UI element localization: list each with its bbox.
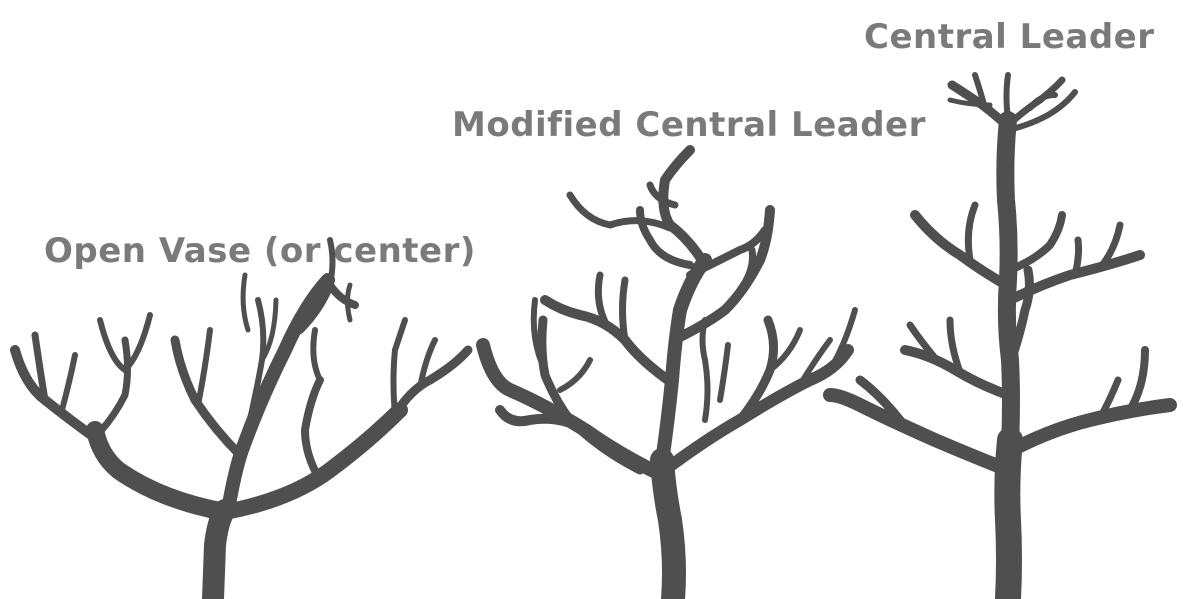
modified-central-leader-label: Modified Central Leader <box>452 105 926 145</box>
central-leader-label: Central Leader <box>864 17 1155 57</box>
open-vase-tree <box>10 237 473 599</box>
central-leader-tree <box>823 72 1177 599</box>
modified-central-leader-tree <box>476 145 858 599</box>
open-vase-label: Open Vase (or center) <box>44 231 476 271</box>
